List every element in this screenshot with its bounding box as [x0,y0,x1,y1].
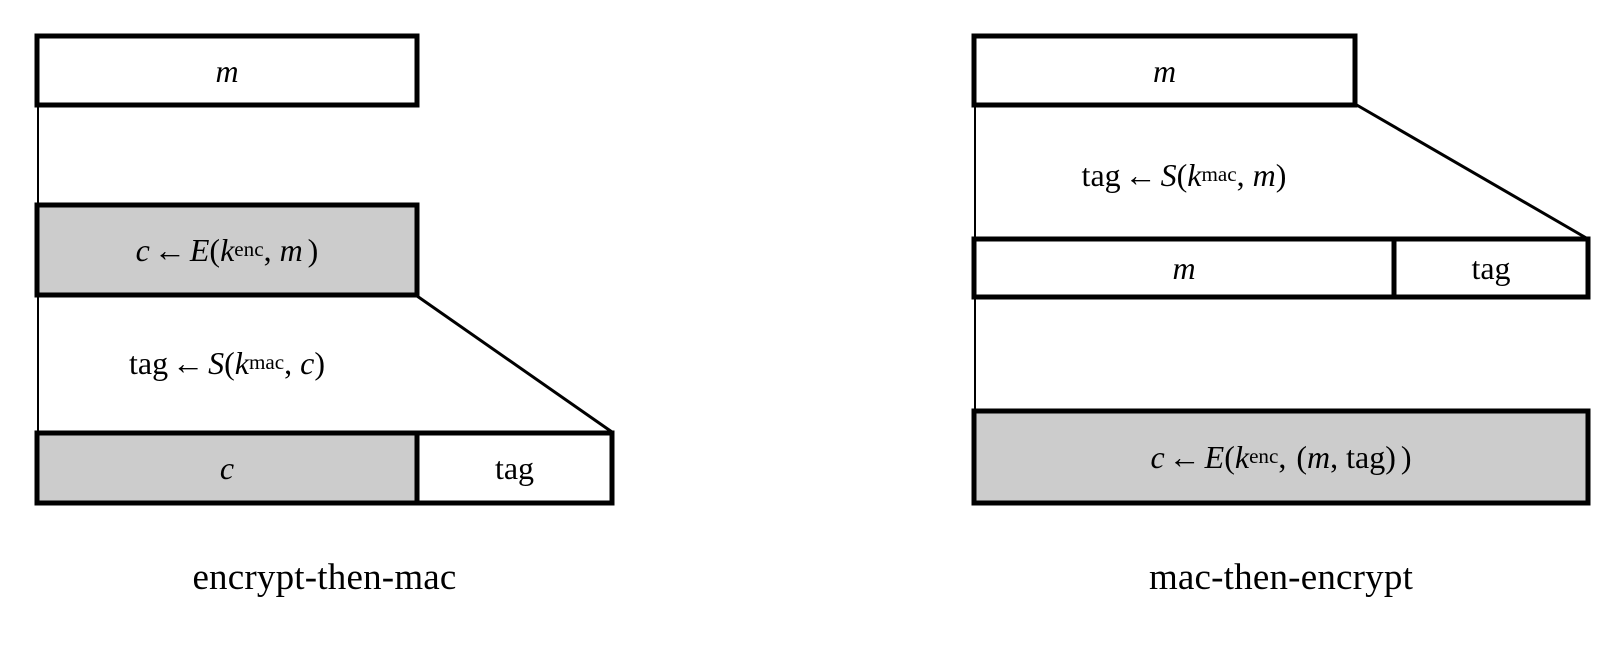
left-diagonal-connector [416,294,613,434]
right-box-mid-tag [1391,236,1591,300]
left-box-encrypt [34,202,420,298]
right-diagram-caption: mac-then-encrypt [1148,556,1414,598]
left-box-output-ciphertext [34,430,420,506]
left-box-output-tag [414,430,615,506]
right-diagram-group [971,33,1591,506]
left-diagram-group [34,33,615,506]
right-box-message [971,33,1358,108]
left-output-tag-label: tag [494,450,535,486]
right-diagonal-connector [1354,102,1589,241]
right-box-encrypt [971,408,1591,506]
left-message-label: m [215,52,239,89]
left-output-ciphertext-label: c [219,450,235,486]
left-box-message [34,33,420,108]
right-mid-tag-label: tag [1471,250,1511,286]
left-diagram-caption: encrypt-then-mac [192,556,457,598]
right-box-mid-message [971,236,1397,300]
right-mid-message-label: m [1172,250,1196,286]
right-message-label: m [1152,52,1177,89]
